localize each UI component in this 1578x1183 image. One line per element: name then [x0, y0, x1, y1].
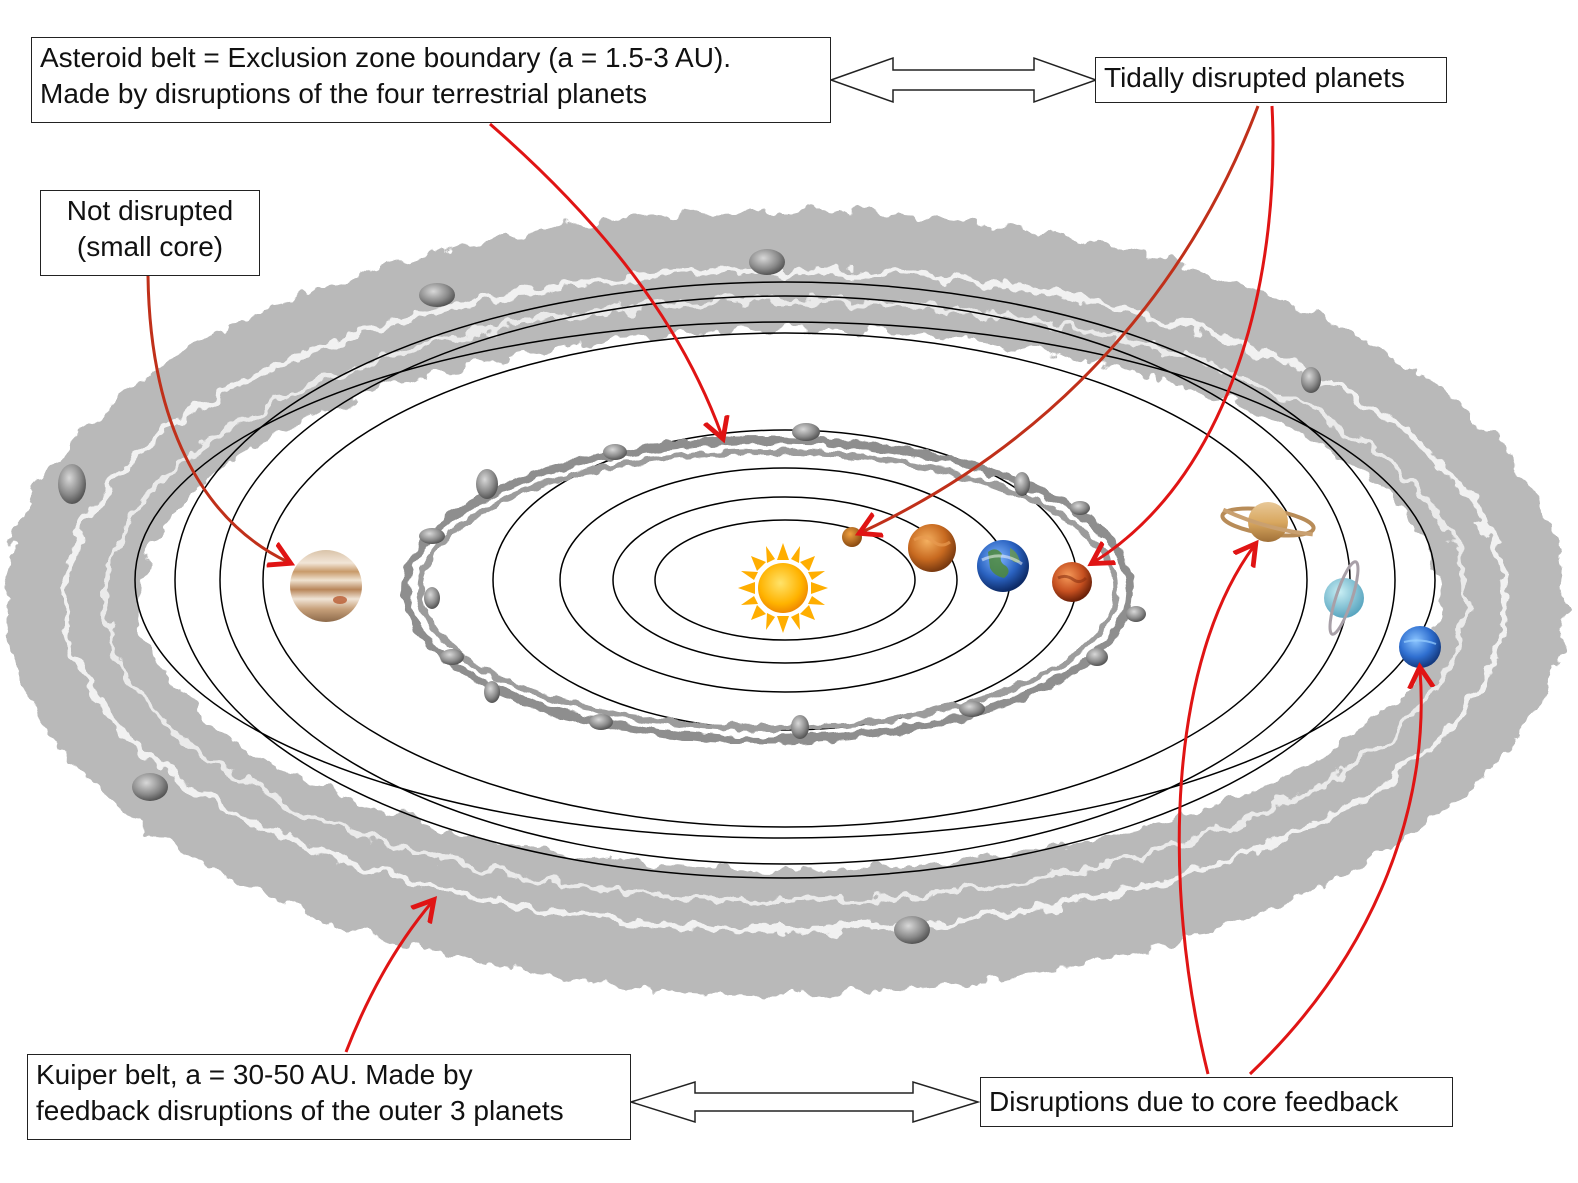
venus-icon	[908, 524, 956, 572]
neptune-icon	[1399, 626, 1441, 668]
kuiper-belt	[5, 210, 1565, 994]
tidal-disruption-label-text: Tidally disrupted planets	[1104, 62, 1405, 93]
mars-icon	[1052, 562, 1092, 602]
double-arrow-bottom	[628, 1080, 981, 1124]
arrow-to-neptune	[1248, 670, 1421, 1076]
uranus-icon	[1324, 560, 1364, 636]
arrow-to-mars	[1094, 105, 1275, 562]
arrow-to-saturn	[1177, 546, 1254, 1075]
kuiper-belt-label-line2: feedback disruptions of the outer 3 plan…	[36, 1095, 564, 1126]
core-feedback-label: Disruptions due to core feedback	[980, 1077, 1453, 1127]
sun-icon	[738, 543, 828, 633]
jupiter-icon	[290, 550, 362, 622]
asteroid-belt-label-line2: Made by disruptions of the four terrestr…	[40, 78, 647, 109]
not-disrupted-label-line1: Not disrupted	[66, 195, 234, 226]
annotation-arrows	[146, 105, 1421, 1076]
kuiper-belt-label-line1: Kuiper belt, a = 30-50 AU. Made by	[36, 1059, 473, 1090]
asteroid-rocks	[58, 249, 1321, 944]
arrow-to-asteroid-belt	[489, 122, 722, 436]
kuiper-belt-label: Kuiper belt, a = 30-50 AU. Made by feedb…	[27, 1054, 631, 1140]
asteroid-belt-label-line1: Asteroid belt = Exclusion zone boundary …	[40, 42, 732, 73]
saturn-icon	[1220, 502, 1316, 542]
arrow-to-kuiper-belt	[344, 902, 432, 1053]
double-arrow-top	[828, 56, 1099, 104]
arrow-to-mercury	[862, 105, 1260, 532]
not-disrupted-label: Not disrupted (small core)	[40, 190, 260, 276]
core-feedback-label-text: Disruptions due to core feedback	[989, 1086, 1399, 1117]
mercury-icon	[842, 527, 862, 547]
asteroid-belt	[402, 436, 1134, 744]
not-disrupted-label-line2: (small core)	[76, 231, 224, 262]
asteroid-belt-label: Asteroid belt = Exclusion zone boundary …	[31, 37, 831, 123]
tidal-disruption-label: Tidally disrupted planets	[1095, 57, 1447, 103]
arrow-to-jupiter	[146, 275, 288, 562]
earth-icon	[977, 540, 1029, 592]
